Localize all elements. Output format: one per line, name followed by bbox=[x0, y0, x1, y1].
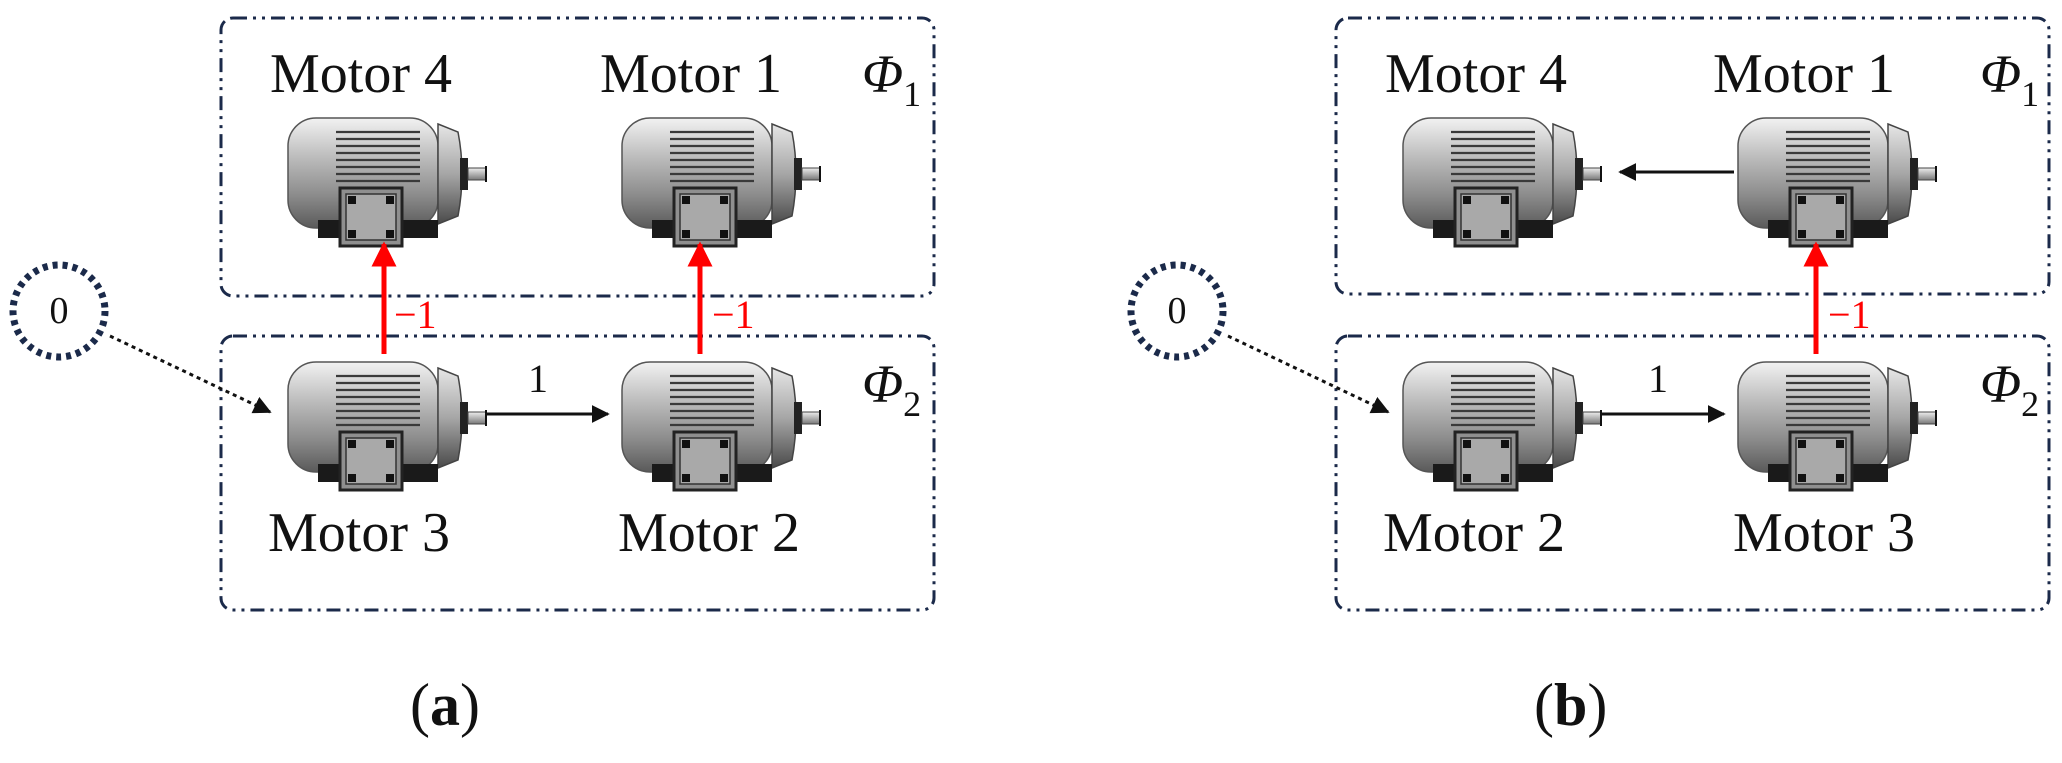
group-phi2-box bbox=[1334, 334, 2051, 612]
motor-label-top-right: Motor 1 bbox=[600, 43, 782, 105]
group-phi1-box bbox=[1334, 16, 2051, 296]
edge-weight-right: −1 bbox=[1828, 292, 1871, 337]
motor-label-top-right: Motor 1 bbox=[1713, 43, 1895, 105]
motor-label-bottom-right: Motor 3 bbox=[1733, 502, 1915, 564]
leader-node bbox=[1127, 261, 1227, 361]
caption-b: (b) bbox=[1534, 672, 1607, 738]
leader-node-label: 0 bbox=[1168, 290, 1187, 332]
group-label-phi1: Φ1 bbox=[862, 44, 921, 114]
leader-node-label: 0 bbox=[50, 290, 69, 332]
edge-weight-horizontal: 1 bbox=[528, 356, 548, 401]
motor-label-bottom-left: Motor 2 bbox=[1383, 502, 1565, 564]
edge-leader bbox=[1227, 334, 1390, 414]
caption-a: (a) bbox=[410, 672, 480, 738]
motor-label-top-left: Motor 4 bbox=[1385, 43, 1567, 105]
group-phi1-box bbox=[219, 16, 936, 298]
edge-weight-right: −1 bbox=[712, 292, 755, 337]
group-label-phi2: Φ2 bbox=[1980, 354, 2039, 424]
motor-icon bbox=[286, 116, 488, 248]
motor-label-bottom-right: Motor 2 bbox=[618, 502, 800, 564]
motor-icon bbox=[1401, 116, 1603, 248]
group-label-phi2: Φ2 bbox=[862, 354, 921, 424]
panel-b: Motor 4 Motor 1 Φ1 Motor 2 Motor 3 Φ2 −1… bbox=[1127, 16, 2051, 738]
leader-node bbox=[9, 261, 109, 361]
edge-weight-horizontal: 1 bbox=[1648, 356, 1668, 401]
group-phi2-box bbox=[219, 334, 936, 612]
panel-a: Motor 4 Motor 1 Φ1 Motor 3 Motor 2 Φ2 −1… bbox=[9, 16, 936, 738]
motor-label-bottom-left: Motor 3 bbox=[268, 502, 450, 564]
group-label-phi1: Φ1 bbox=[1980, 44, 2039, 114]
motor-icon bbox=[1736, 360, 1938, 492]
edge-leader bbox=[109, 334, 272, 414]
edge-weight-left: −1 bbox=[394, 292, 437, 337]
motor-icon bbox=[1401, 360, 1603, 492]
motor-icon bbox=[620, 116, 822, 248]
motor-icon bbox=[620, 360, 822, 492]
motor-label-top-left: Motor 4 bbox=[270, 43, 452, 105]
motor-icon bbox=[1736, 116, 1938, 248]
motor-icon bbox=[286, 360, 488, 492]
